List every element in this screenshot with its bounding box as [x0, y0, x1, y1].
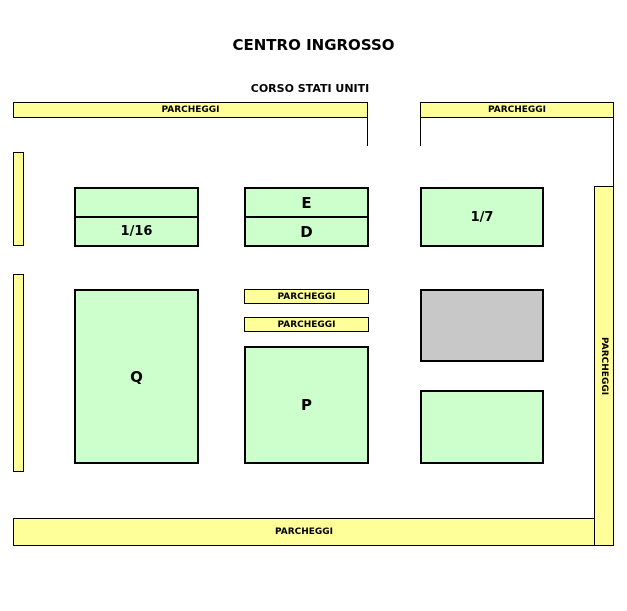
- block-gray[interactable]: [420, 289, 544, 362]
- parking-left-lower: [13, 274, 24, 472]
- parking-left-upper: [13, 152, 24, 246]
- block-p[interactable]: P: [244, 346, 369, 464]
- block-left-top[interactable]: [74, 187, 199, 218]
- street-label: CORSO STATI UNITI: [250, 82, 370, 95]
- parking-center-2[interactable]: PARCHEGGI: [244, 317, 369, 332]
- block-q[interactable]: Q: [74, 289, 199, 464]
- map-title: CENTRO INGROSSO: [232, 36, 395, 54]
- road-edge: [420, 118, 421, 146]
- block-d[interactable]: D: [244, 216, 369, 247]
- road-edge: [613, 118, 614, 186]
- block-1-7[interactable]: 1/7: [420, 187, 544, 247]
- block-right-bottom[interactable]: [420, 390, 544, 464]
- parking-center-1[interactable]: PARCHEGGI: [244, 289, 369, 304]
- parking-right[interactable]: PARCHEGGI: [594, 186, 614, 546]
- parking-top-right[interactable]: PARCHEGGI: [420, 102, 614, 118]
- parking-bottom[interactable]: PARCHEGGI: [13, 518, 595, 546]
- road-edge: [367, 118, 368, 146]
- block-1-16[interactable]: 1/16: [74, 216, 199, 247]
- parking-right-label: PARCHEGGI: [599, 336, 609, 396]
- parking-top-left[interactable]: PARCHEGGI: [13, 102, 368, 118]
- block-e[interactable]: E: [244, 187, 369, 218]
